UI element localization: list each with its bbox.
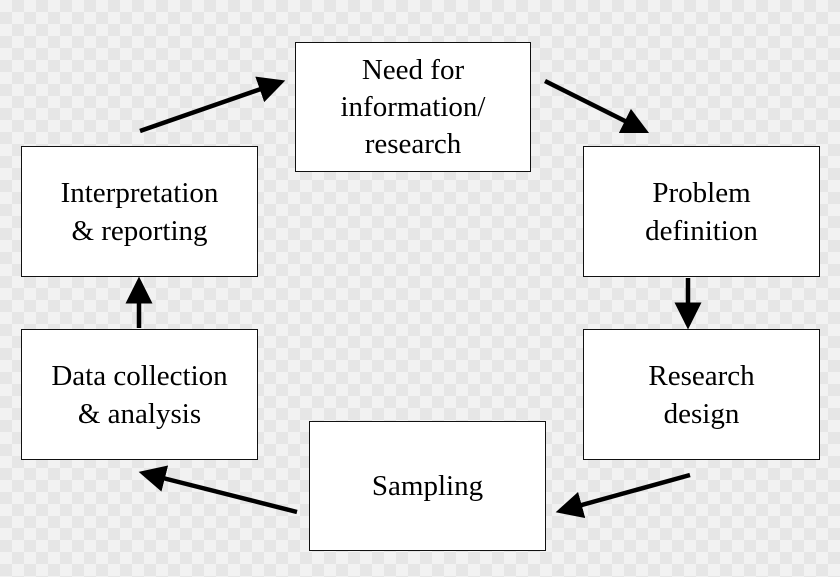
node-need-for-information: Need for information/ research (295, 42, 531, 172)
node-label-line: Data collection (51, 359, 228, 392)
arrow-design-to-sampling (555, 472, 691, 519)
node-data-collection: Data collection & analysis (21, 329, 258, 460)
node-label-line: research (364, 127, 462, 160)
node-label-line: Sampling (371, 470, 484, 502)
node-label-line: & analysis (77, 397, 202, 430)
node-sampling: Sampling (309, 421, 546, 551)
node-label-line: definition (645, 214, 758, 247)
arrow-interpretation-to-need (139, 76, 286, 134)
node-interpretation: Interpretation & reporting (21, 146, 258, 277)
node-label-line: information/ (340, 90, 486, 123)
node-label-line: Interpretation (60, 176, 219, 209)
node-label-line: Problem (652, 176, 751, 209)
node-label-line: design (663, 397, 740, 430)
node-label-line: & reporting (71, 214, 208, 247)
arrow-sampling-to-data (138, 465, 298, 515)
node-label-line: Research (648, 359, 755, 392)
node-problem-definition: Problem definition (583, 146, 820, 277)
node-research-design: Research design (583, 329, 820, 460)
node-label-line: Need for (361, 53, 465, 86)
arrow-need-to-problem (543, 78, 650, 134)
